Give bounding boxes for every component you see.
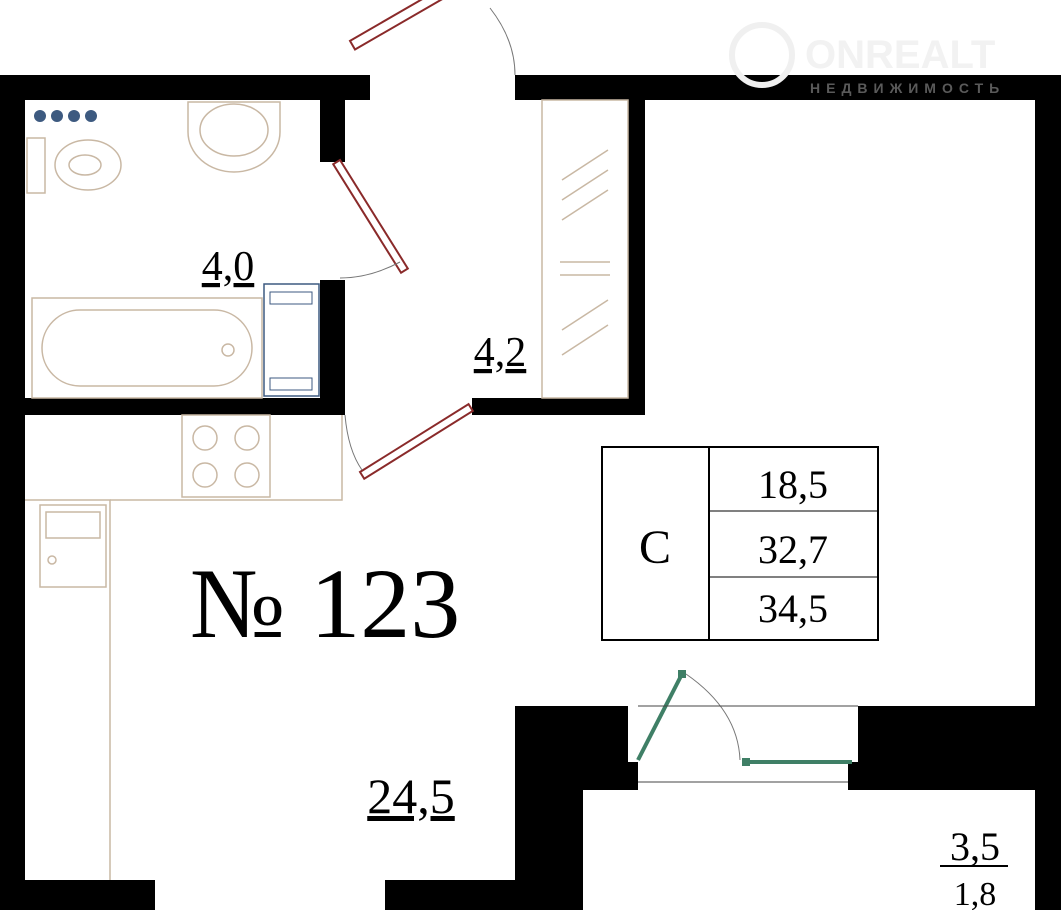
watermark-tagline: НЕДВИЖИМОСТЬ — [810, 80, 1005, 96]
living-area-value: 18,5 — [758, 462, 828, 507]
balcony-door[interactable] — [636, 670, 858, 783]
watermark-brand: ONREALT — [805, 33, 995, 77]
balcony-area-label: 3,5 — [950, 824, 1000, 869]
onrealt-logo: ONREALT НЕДВИЖИМОСТЬ — [729, 22, 1005, 96]
bathroom-area-label: 4,0 — [202, 244, 255, 290]
wardrobe-icon — [541, 99, 629, 399]
total-area-with-balcony-value: 34,5 — [758, 586, 828, 631]
stove-icon — [181, 414, 271, 498]
living-area-label: 24,5 — [367, 768, 455, 824]
toilet-icon — [26, 137, 122, 194]
walls — [0, 75, 1061, 910]
kitchen-sink-icon — [39, 504, 107, 588]
kitchen-counter — [25, 415, 343, 880]
balcony-reduced-area-label: 1,8 — [954, 876, 997, 910]
bathtub-icon — [31, 297, 263, 399]
area-summary-table: С 18,5 32,7 34,5 — [601, 446, 879, 641]
sink-icon — [187, 101, 281, 173]
apartment-number: № 123 — [190, 548, 460, 659]
indicator-dots — [34, 110, 97, 122]
hallway-area-label: 4,2 — [474, 330, 527, 376]
entrance-door[interactable] — [348, 0, 516, 76]
hallway-door[interactable] — [344, 402, 475, 481]
bathroom-door[interactable] — [331, 158, 410, 279]
washing-machine-icon — [263, 283, 320, 397]
total-area-value: 32,7 — [758, 527, 828, 572]
apartment-type: С — [639, 521, 671, 574]
